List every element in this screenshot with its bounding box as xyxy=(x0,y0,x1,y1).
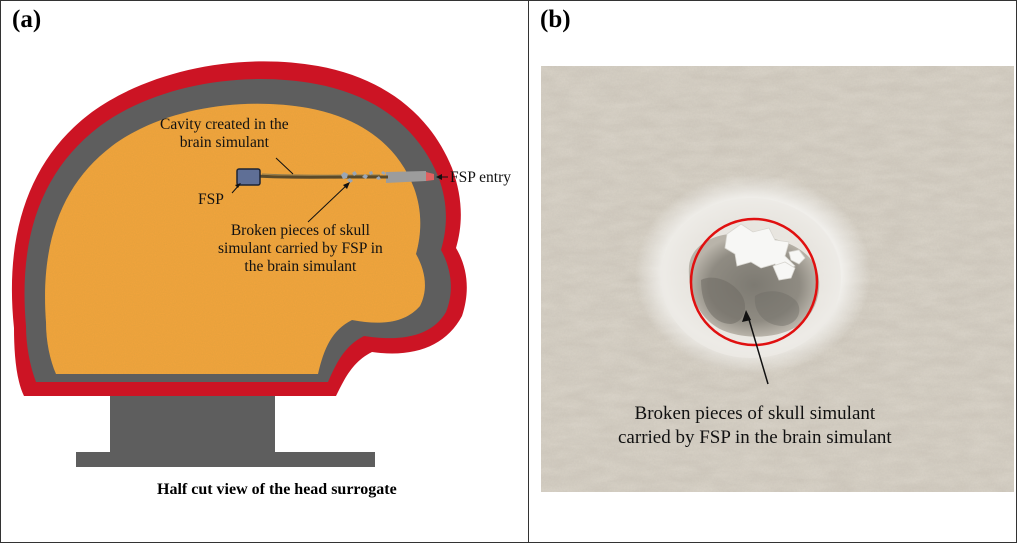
broken-pieces-arrowhead xyxy=(343,182,350,189)
photo-fragment xyxy=(788,249,806,265)
panel-a-label: (a) xyxy=(12,6,42,33)
skull-fragment xyxy=(381,171,386,175)
broken-pieces-label: Broken pieces of skull simulant carried … xyxy=(218,222,383,276)
photo-arrow-head xyxy=(742,310,751,322)
broken-pieces-leader-line xyxy=(307,183,349,223)
skull-fragment xyxy=(369,171,373,175)
panel-b-caption-line1: Broken pieces of skull simulant xyxy=(634,403,876,424)
brain-simulant xyxy=(45,103,425,374)
impact-photo xyxy=(541,66,1014,492)
skull-fragment xyxy=(362,174,368,179)
cavity-label-line2: brain simulant xyxy=(179,134,269,151)
broken-pieces-label-line1: Broken pieces of skull xyxy=(230,222,370,239)
photo-arrow-line xyxy=(747,315,769,385)
photo-fragment xyxy=(772,261,796,281)
fsp-entry-arrowhead xyxy=(436,174,442,180)
hole-shadow xyxy=(754,291,800,326)
cavity-label: Cavity created in the brain simulant xyxy=(160,116,289,152)
hole-shadow xyxy=(701,277,746,324)
panel-b-caption-line2: carried by FSP in the brain simulant xyxy=(618,427,892,448)
skull-fragments-photo xyxy=(724,223,806,281)
fsp-projectile xyxy=(236,168,261,186)
skull-fragment xyxy=(347,178,353,183)
cavity-track xyxy=(255,174,388,179)
panel-divider xyxy=(528,0,529,543)
skull-fragment xyxy=(341,172,348,179)
fsp-entry-channel xyxy=(386,171,426,183)
head-surrogate-diagram xyxy=(11,61,467,467)
panel-b-caption: Broken pieces of skull simulant carried … xyxy=(618,402,892,450)
mount-base xyxy=(76,452,375,467)
broken-skull-pieces xyxy=(341,171,386,183)
fsp-label: FSP xyxy=(198,191,224,208)
broken-pieces-label-line2: simulant carried by FSP in xyxy=(218,240,383,257)
cavity-label-line1: Cavity created in the xyxy=(160,116,289,133)
skull-fragment xyxy=(376,176,381,180)
mount-neck xyxy=(110,392,275,454)
fsp-entry-skin-breach xyxy=(426,172,434,181)
cavity-leader-line xyxy=(275,157,294,175)
broken-pieces-label-line3: the brain simulant xyxy=(244,258,357,275)
highlight-circle xyxy=(689,217,819,347)
fsp-entry-label: FSP entry xyxy=(450,169,512,186)
panel-b-label: (b) xyxy=(540,6,571,33)
skull-fragment xyxy=(352,171,357,176)
fsp-leader-arrowhead xyxy=(235,183,241,188)
panel-a-caption: Half cut view of the head surrogate xyxy=(157,481,397,498)
